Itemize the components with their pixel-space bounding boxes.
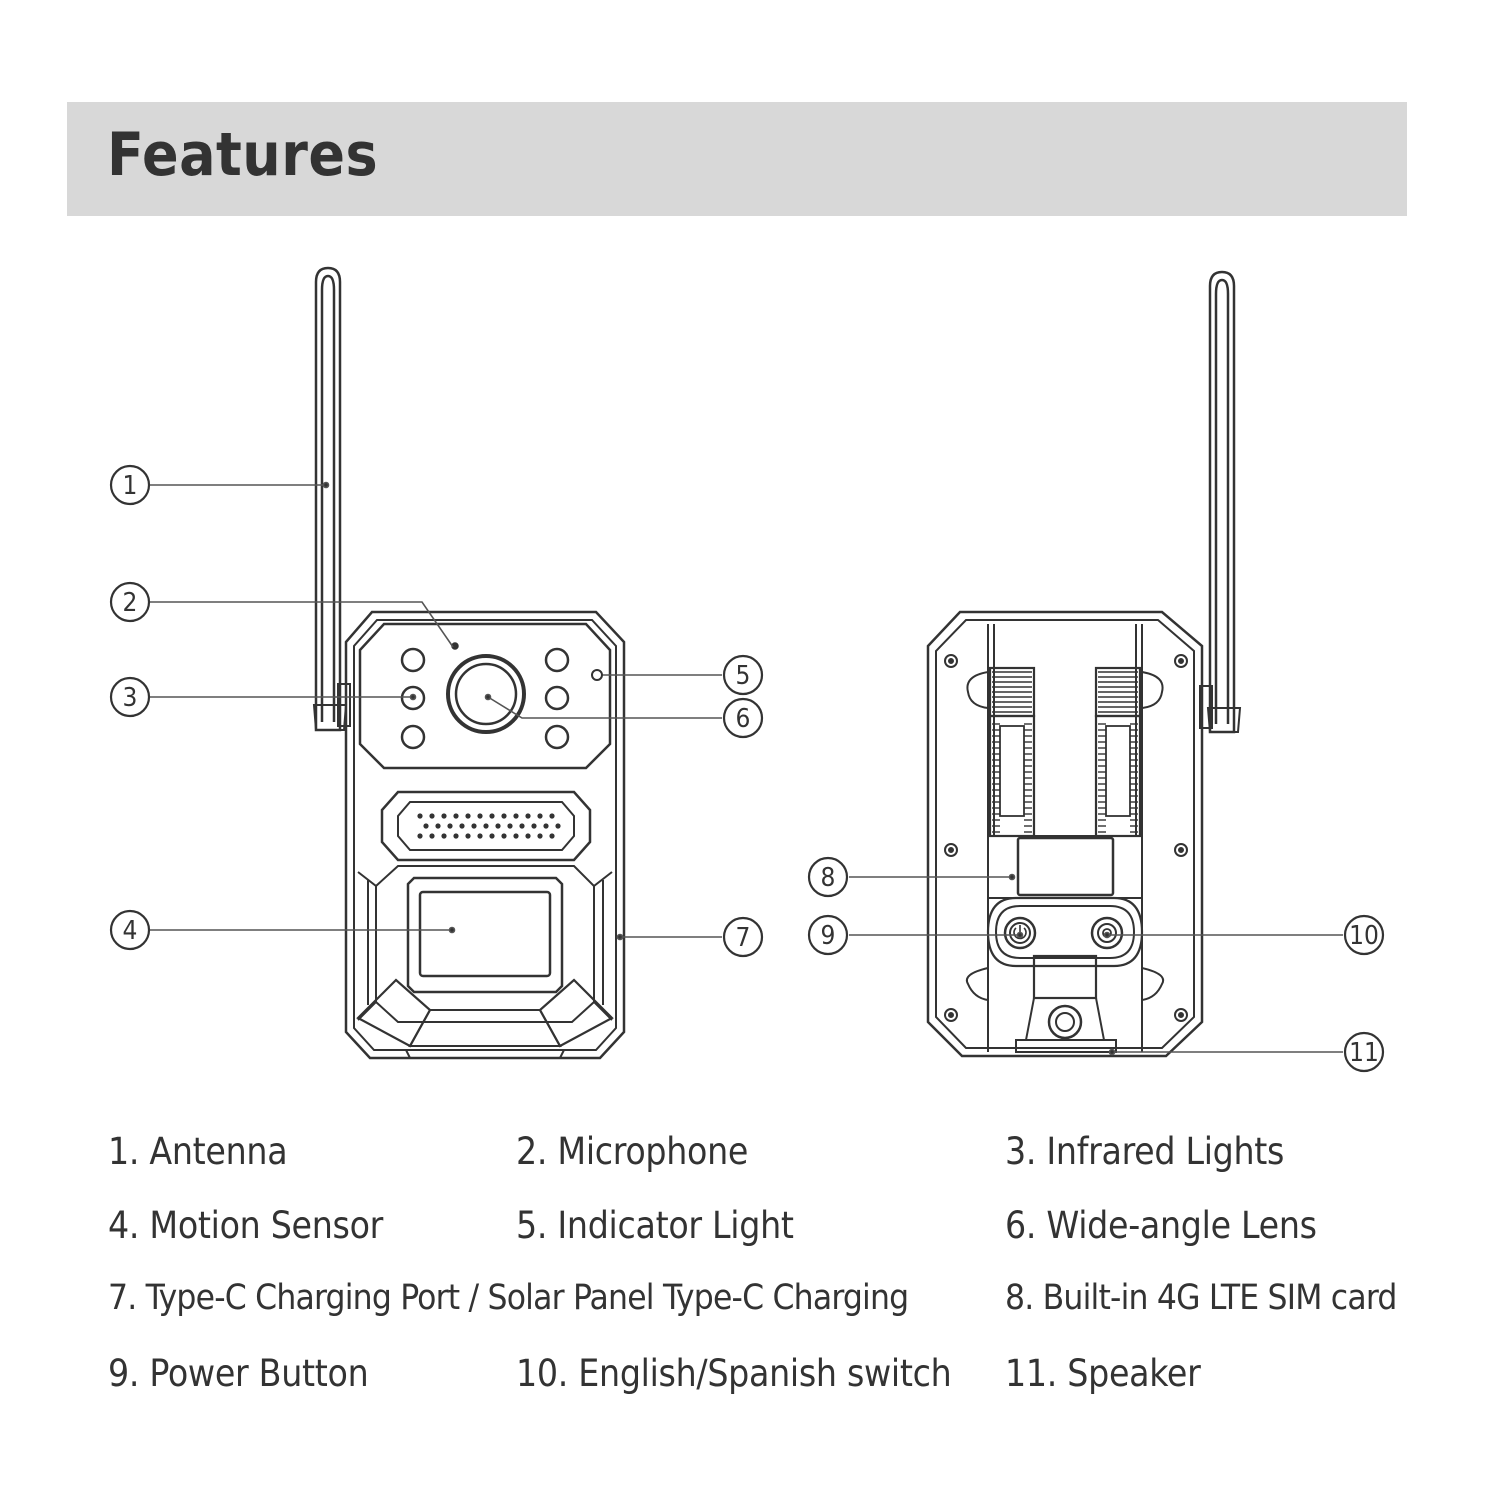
svg-text:2: 2 xyxy=(123,588,138,618)
callout-1: 1 xyxy=(109,464,151,506)
grille-dots xyxy=(417,813,561,839)
lens-panel xyxy=(358,622,612,770)
grille-dot xyxy=(417,833,423,839)
grille-dot xyxy=(453,813,459,819)
callout-4: 4 xyxy=(109,909,151,951)
leader-lines xyxy=(150,481,1343,1056)
strap-buckles xyxy=(988,666,1142,838)
grille-dot xyxy=(525,833,531,839)
grille-dot xyxy=(429,833,435,839)
legend-item-6: 6. Wide-angle Lens xyxy=(1005,1204,1317,1247)
header-band: Features xyxy=(67,102,1407,216)
grille-dot xyxy=(423,823,429,829)
grille-dot xyxy=(513,813,519,819)
callout-9: 9 xyxy=(807,914,849,956)
svg-text:4: 4 xyxy=(123,916,138,946)
motion-sensor xyxy=(418,890,552,978)
language-switch xyxy=(1090,916,1124,950)
callout-10: 10 xyxy=(1343,914,1385,956)
grille-dot xyxy=(483,823,489,829)
legend-item-2: 2. Microphone xyxy=(516,1130,749,1173)
callouts: 1 2 3 4 5 6 7 8 9 10 11 xyxy=(109,464,1385,1073)
svg-text:1: 1 xyxy=(123,471,138,501)
grille-dot xyxy=(519,823,525,829)
infrared-lights xyxy=(400,647,570,750)
callout-7: 7 xyxy=(722,916,764,958)
grille-dot xyxy=(477,833,483,839)
grille-dot xyxy=(549,833,555,839)
back-screws xyxy=(944,654,1188,1022)
svg-text:6: 6 xyxy=(736,704,751,734)
legend-item-10: 10. English/Spanish switch xyxy=(516,1352,952,1395)
svg-text:7: 7 xyxy=(736,923,751,953)
legend-item-7: 7. Type-C Charging Port / Solar Panel Ty… xyxy=(108,1278,909,1318)
grille-dot xyxy=(435,823,441,829)
grille-dot xyxy=(471,823,477,829)
callout-3: 3 xyxy=(109,676,151,718)
svg-text:11: 11 xyxy=(1349,1038,1379,1068)
camera-diagram: 1 2 3 4 5 6 7 8 9 10 11 xyxy=(109,266,1385,1073)
legend-item-11: 11. Speaker xyxy=(1005,1352,1201,1395)
legend-item-4: 4. Motion Sensor xyxy=(108,1204,384,1247)
page-title: Features xyxy=(107,120,379,190)
grille-dot xyxy=(429,813,435,819)
legend-item-3: 3. Infrared Lights xyxy=(1005,1130,1285,1173)
grille-dot xyxy=(453,833,459,839)
grille-dot xyxy=(477,813,483,819)
grille-dot xyxy=(441,833,447,839)
grille-dot xyxy=(459,823,465,829)
back-antenna xyxy=(1199,270,1242,734)
grille-dot xyxy=(537,833,543,839)
callout-2: 2 xyxy=(109,581,151,623)
grille-dot xyxy=(489,833,495,839)
callout-8: 8 xyxy=(807,856,849,898)
legend-item-5: 5. Indicator Light xyxy=(516,1204,794,1247)
buckle-ribs xyxy=(992,671,1138,833)
front-antenna xyxy=(312,266,351,732)
svg-text:3: 3 xyxy=(123,683,138,713)
indicator-light xyxy=(591,669,603,681)
wide-angle-lens xyxy=(446,654,526,734)
front-view xyxy=(312,266,626,1060)
grille-dot xyxy=(441,813,447,819)
back-body xyxy=(926,610,1204,1058)
front-body xyxy=(344,610,626,1060)
grille-dot xyxy=(495,823,501,829)
power-button xyxy=(1003,916,1037,950)
legend-item-8: 8. Built-in 4G LTE SIM card xyxy=(1005,1278,1397,1318)
callout-5: 5 xyxy=(722,654,764,696)
grille-dot xyxy=(417,813,423,819)
callout-6: 6 xyxy=(722,697,764,739)
grille-dot xyxy=(507,823,513,829)
svg-text:9: 9 xyxy=(821,921,836,951)
callout-11: 11 xyxy=(1343,1031,1385,1073)
grille-dot xyxy=(501,833,507,839)
svg-text:5: 5 xyxy=(736,661,751,691)
legend-item-9: 9. Power Button xyxy=(108,1352,369,1395)
back-view xyxy=(926,270,1242,1058)
grille-dot xyxy=(531,823,537,829)
sim-card-slot xyxy=(1016,836,1115,897)
grille-dot xyxy=(447,823,453,829)
legend-item-1: 1. Antenna xyxy=(108,1130,288,1173)
grille-dot xyxy=(465,813,471,819)
grille-dot xyxy=(549,813,555,819)
grille-dot xyxy=(465,833,471,839)
grille-dot xyxy=(501,813,507,819)
grille-dot xyxy=(543,823,549,829)
grille-dot xyxy=(537,813,543,819)
grille-dot xyxy=(525,813,531,819)
grille-dot xyxy=(489,813,495,819)
svg-text:8: 8 xyxy=(821,863,836,893)
mount-bracket xyxy=(1015,954,1117,1053)
svg-text:10: 10 xyxy=(1349,921,1379,951)
grille-dot xyxy=(555,823,561,829)
grille-dot xyxy=(513,833,519,839)
